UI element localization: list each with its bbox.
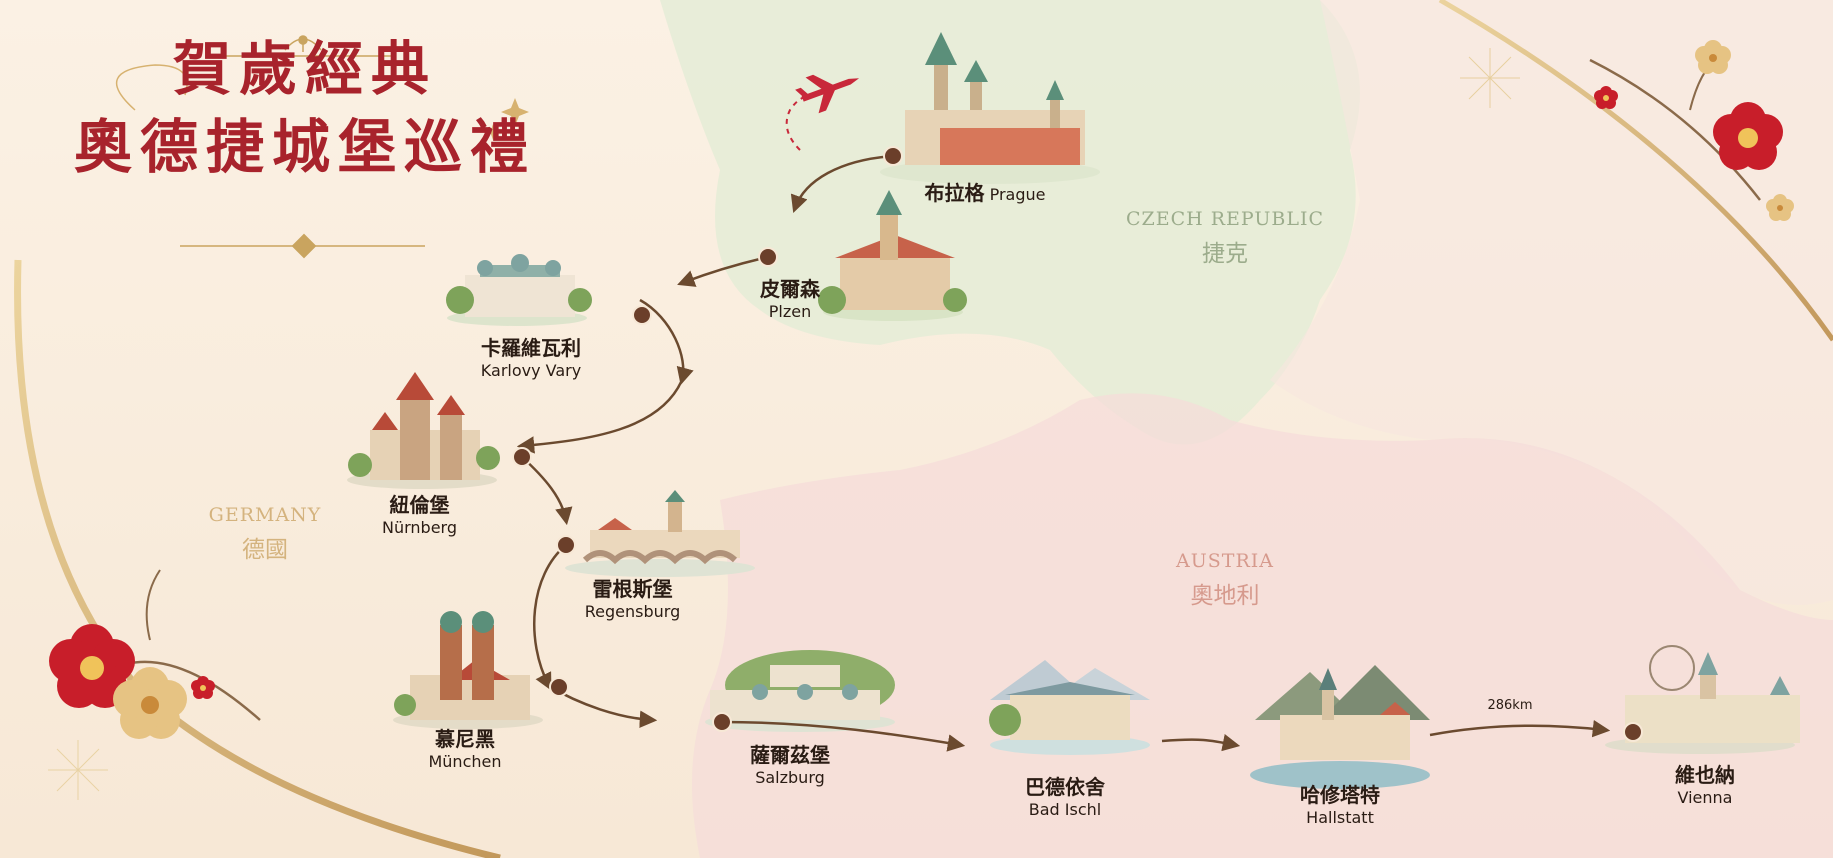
city-name-en: Plzen [768, 302, 812, 321]
karlovy-vary-illustration [446, 254, 592, 326]
city-name-en: Regensburg [584, 602, 681, 621]
plum-blossom-icon [1713, 102, 1783, 170]
city-name-en: Prague [989, 185, 1046, 204]
city-name-zh: 薩爾茲堡 [750, 743, 830, 767]
plum-blossom-icon [1695, 40, 1731, 74]
country-name-zh: 德國 [242, 537, 288, 563]
city-name-zh: 皮爾森 [760, 277, 820, 301]
country-name-zh: 奧地利 [1190, 583, 1260, 609]
city-name-zh: 布拉格 [924, 181, 985, 205]
route-segment-2 [639, 298, 694, 386]
route-segment-1 [677, 255, 769, 287]
title-line-2: 奧德捷城堡巡禮 [73, 113, 536, 181]
czech-region [660, 0, 1360, 445]
stop-marker-munchen [549, 677, 569, 697]
route-segment-5 [533, 544, 567, 691]
nurnberg-castle-illustration [347, 372, 500, 489]
prague-castle-illustration [880, 32, 1100, 184]
title-ornament-top [210, 35, 395, 57]
plum-blossom-icon [191, 676, 215, 699]
city-label-nurnberg: 紐倫堡 Nürnberg [362, 492, 477, 538]
city-name-en: Bad Ischl [1028, 800, 1102, 819]
country-name-en: CZECH REPUBLIC [1125, 208, 1325, 230]
hallstatt-illustration [1250, 665, 1430, 789]
stop-marker-regensburg [556, 535, 576, 555]
flight-path-dashed [785, 94, 813, 151]
firework-burst-icon [48, 740, 108, 800]
city-label-bad-ischl: 巴德依舍 Bad Ischl [1010, 774, 1120, 820]
poster-title: 賀歲經典 奧德捷城堡巡禮 [55, 30, 555, 186]
city-name-en: München [428, 752, 502, 771]
plum-blossom-icon [1766, 194, 1794, 221]
plum-blossom-icon [113, 667, 187, 739]
plzen-cathedral-illustration [818, 190, 967, 321]
title-ornament-bottom [180, 233, 425, 259]
title-flourish-swirl [116, 64, 188, 111]
country-name-en: AUSTRIA [1176, 550, 1274, 572]
city-name-en: Vienna [1677, 788, 1733, 807]
munchen-frauenkirche-illustration [393, 611, 543, 729]
country-label-czech: CZECH REPUBLIC 捷克 [1120, 208, 1330, 268]
route-segment-4 [521, 456, 573, 526]
city-label-vienna: 維也納 Vienna [1655, 762, 1755, 808]
route-segment-9 [1429, 719, 1611, 738]
right-pale-region [1270, 0, 1833, 605]
country-label-germany: GERMANY 德國 [200, 504, 330, 564]
city-label-karlovy-vary: 卡羅維瓦利 Karlovy Vary [446, 335, 616, 381]
plum-blossom-icon [1594, 86, 1618, 109]
country-name-zh: 捷克 [1202, 241, 1248, 267]
city-name-zh: 紐倫堡 [389, 493, 450, 517]
stop-marker-nurnberg [512, 447, 532, 467]
route-segment-8 [1161, 734, 1241, 752]
country-name-en: GERMANY [208, 504, 322, 526]
city-name-zh: 哈修塔特 [1300, 783, 1380, 807]
gold-sweep-right [1438, 0, 1833, 342]
stop-marker-plzen [758, 247, 778, 267]
bad-ischl-illustration [989, 660, 1150, 755]
salzburg-illustration [705, 650, 895, 732]
city-label-hallstatt: 哈修塔特 Hallstatt [1280, 782, 1400, 828]
route-segment-7 [721, 720, 966, 752]
city-name-zh: 巴德依舍 [1025, 775, 1105, 799]
plum-blossom-branch-left [49, 569, 261, 739]
city-name-en: Karlovy Vary [480, 361, 582, 380]
city-label-regensburg: 雷根斯堡 Regensburg [565, 576, 700, 622]
stop-marker-salzburg [712, 712, 732, 732]
stop-marker-karlovy-vary [632, 305, 652, 325]
city-label-munchen: 慕尼黑 München [415, 726, 515, 772]
city-name-zh: 卡羅維瓦利 [481, 336, 581, 360]
city-name-zh: 維也納 [1675, 763, 1735, 787]
country-label-austria: AUSTRIA 奧地利 [1130, 550, 1320, 610]
stop-marker-prague [883, 146, 903, 166]
city-name-zh: 雷根斯堡 [592, 577, 673, 601]
markers-layer [512, 146, 1643, 742]
city-label-plzen: 皮爾森 Plzen [740, 276, 840, 322]
city-name-zh: 慕尼黑 [435, 727, 495, 751]
stop-marker-vienna [1623, 722, 1643, 742]
city-name-en: Nürnberg [382, 518, 457, 537]
distance-label: 286km [1487, 698, 1533, 713]
regensburg-illustration [565, 490, 755, 577]
vienna-illustration [1605, 645, 1800, 754]
city-name-en: Salzburg [755, 768, 825, 787]
austria-region [692, 393, 1833, 858]
firework-burst-icon [1460, 48, 1520, 108]
airplane-icon [795, 74, 860, 114]
title-line-1: 賀歲經典 [172, 35, 437, 103]
city-label-salzburg: 薩爾茲堡 Salzburg [735, 742, 845, 788]
city-label-prague: 布拉格 Prague [900, 177, 1070, 206]
route-segment-3 [516, 379, 684, 454]
route-segment-0 [790, 154, 894, 213]
sparkle-icon [485, 98, 529, 140]
plum-blossom-branch-right [1589, 40, 1794, 221]
city-name-en: Hallstatt [1306, 808, 1374, 827]
